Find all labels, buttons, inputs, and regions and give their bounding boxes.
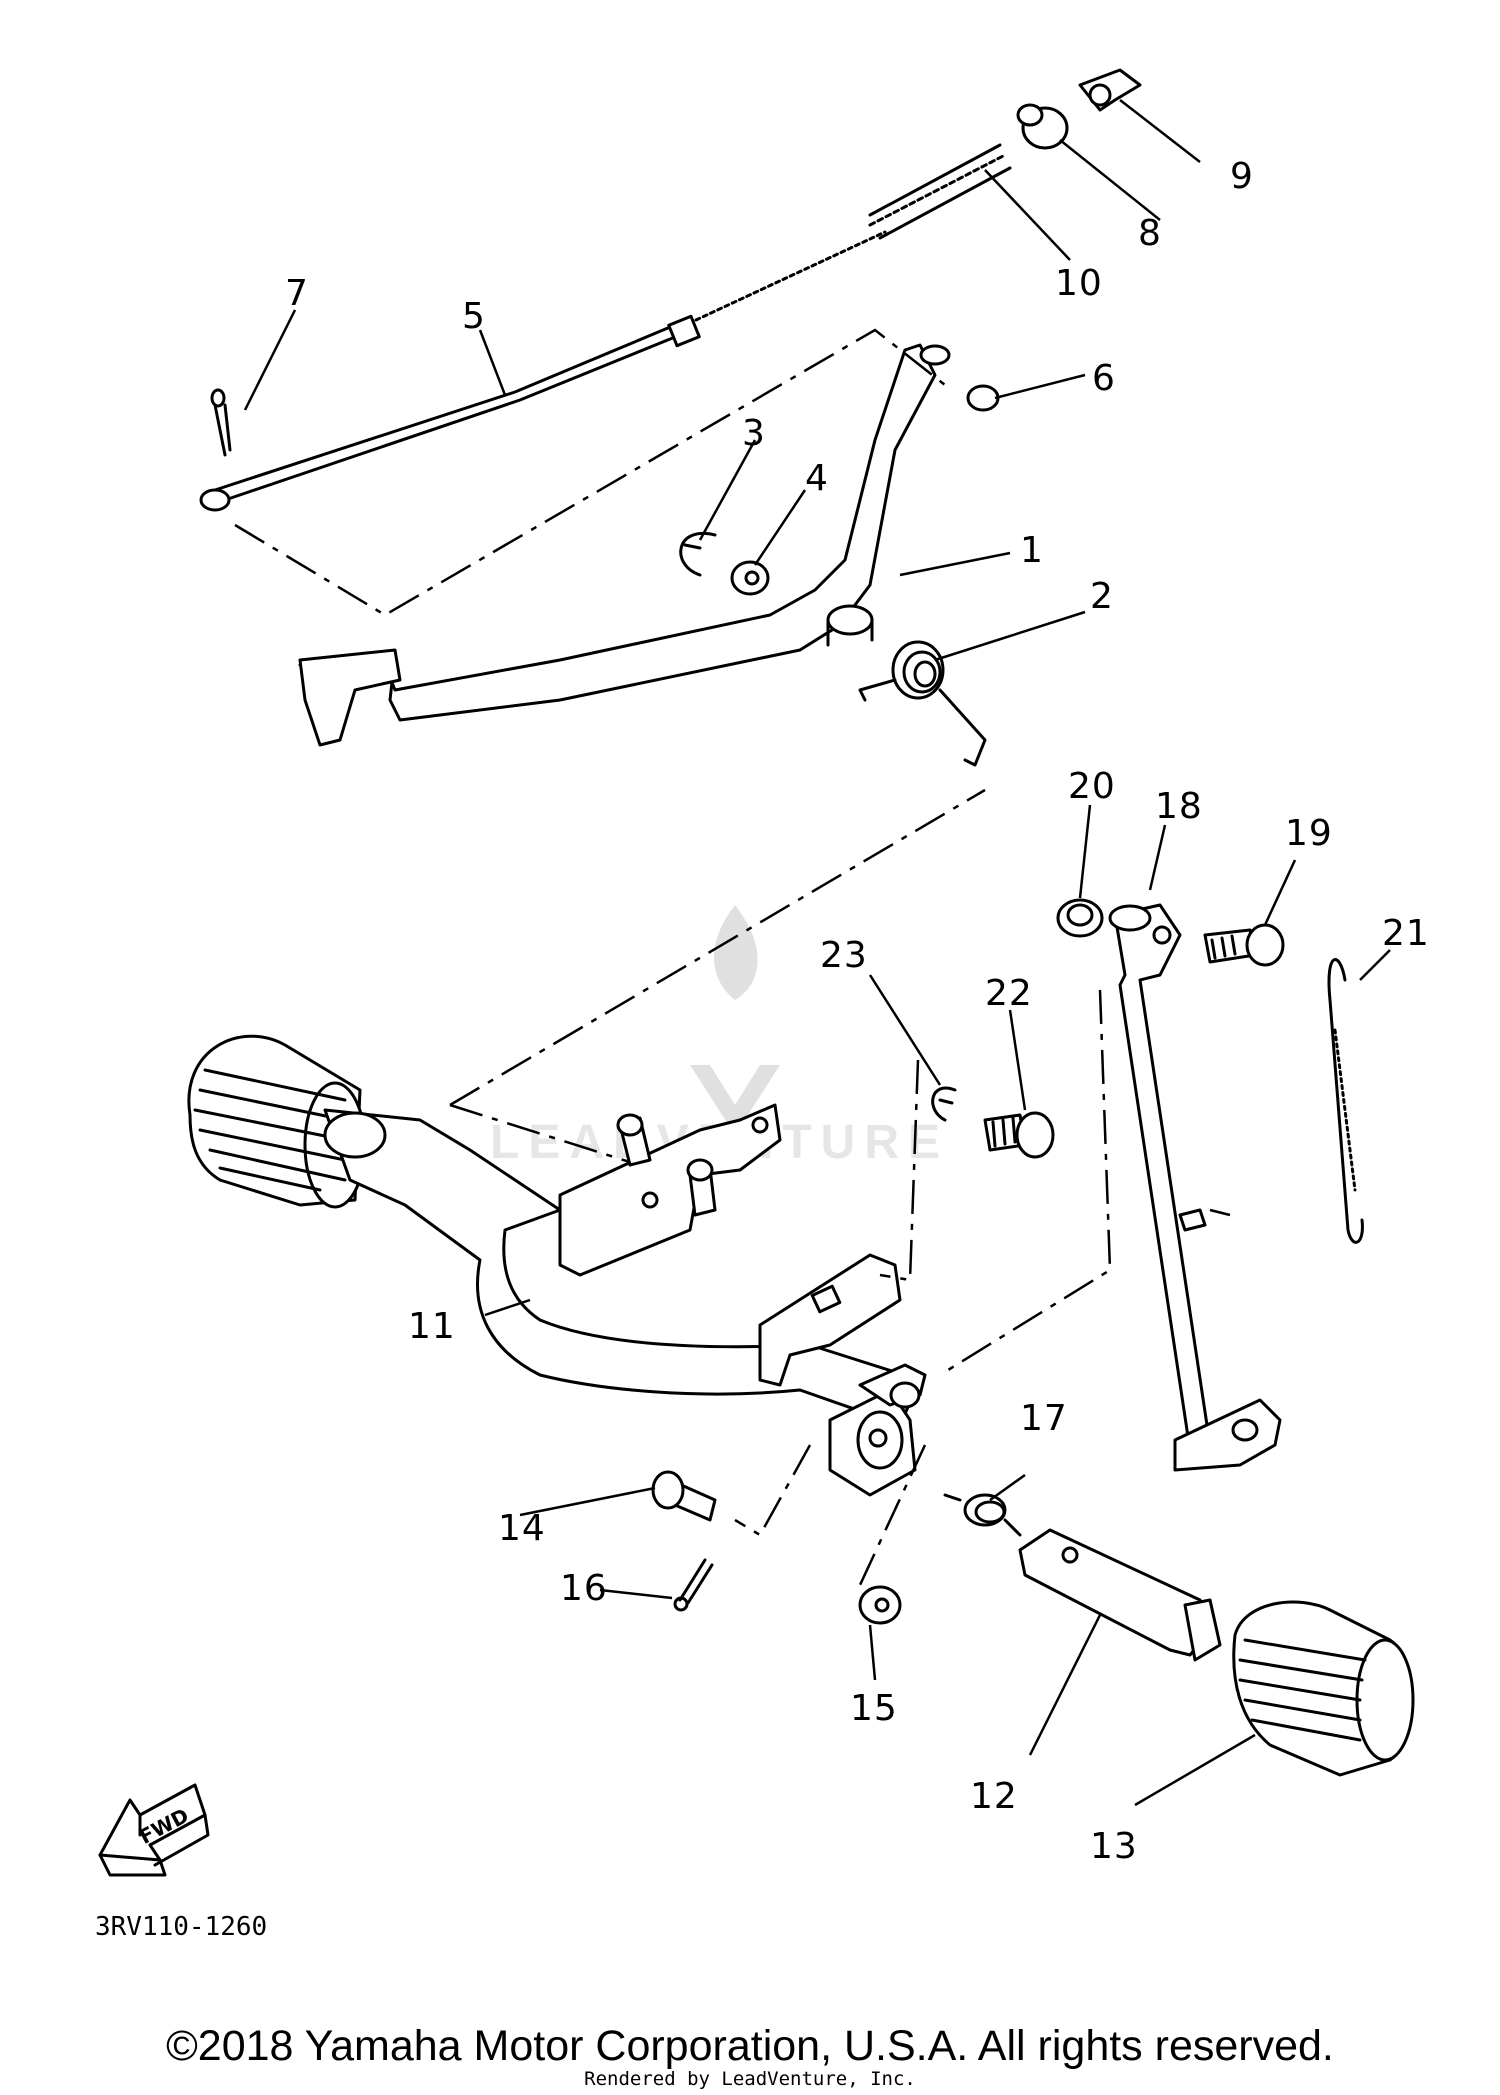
mounting-bracket [558, 1103, 782, 1277]
footrest-bar [323, 1108, 922, 1427]
adjusting-nut [1078, 68, 1142, 112]
part-number-label: 23 [820, 935, 868, 976]
part-number-label: 4 [805, 458, 829, 499]
side-stand [1108, 903, 1282, 1472]
plain-washer [730, 560, 770, 596]
footrest-shaft-right [1018, 1528, 1222, 1662]
part-number-label: 1 [1020, 530, 1044, 571]
plate-washer [858, 1585, 902, 1625]
pivot-pin [651, 1470, 717, 1522]
part-number-label: 9 [1230, 156, 1254, 197]
bracket-bolt [983, 1111, 1055, 1159]
stand-spring [1327, 958, 1364, 1244]
stand-bracket [758, 1253, 902, 1387]
brake-pedal [298, 343, 951, 747]
part-number-label: 2 [1090, 576, 1114, 617]
brake-rod [199, 230, 887, 512]
collar [1056, 898, 1104, 938]
part-number-label: 12 [970, 1776, 1018, 1817]
part-number-label: 6 [1092, 358, 1116, 399]
rendered-by-notice: Rendered by LeadVenture, Inc. [584, 2068, 916, 2090]
diagram-code: 3RV110-1260 [95, 1912, 267, 1942]
footrest-rubber-right [1232, 1600, 1415, 1777]
circlip [679, 531, 717, 577]
part-number-label: 20 [1068, 766, 1116, 807]
part-number-label: 14 [498, 1508, 546, 1549]
part-number-label: 22 [985, 973, 1033, 1014]
torsion-spring [943, 1493, 1022, 1537]
part-number-label: 5 [462, 296, 486, 337]
part-number-label: 18 [1155, 786, 1203, 827]
pivot-bolt [1203, 923, 1285, 967]
forward-arrow-icon: FWD [98, 1783, 210, 1877]
part-number-label: 3 [742, 413, 766, 454]
assembly-line [449, 788, 986, 1172]
part-number-label: 13 [1090, 1826, 1138, 1867]
part-number-label: 8 [1138, 213, 1162, 254]
leader-lines [243, 99, 1391, 1807]
flame-icon [690, 905, 780, 1135]
part-number-label: 15 [850, 1688, 898, 1729]
circlip-lower [931, 1086, 957, 1122]
pivot-assembly [828, 1363, 927, 1497]
part-number-label: 21 [1382, 913, 1430, 954]
assembly-line [234, 328, 946, 617]
part-number-label: 17 [1020, 1398, 1068, 1439]
adjuster-joint [1016, 103, 1069, 150]
part-number-label: 10 [1055, 263, 1103, 304]
part-number-label: 7 [285, 273, 309, 314]
washer [966, 384, 1000, 412]
copyright-notice: ©2018 Yamaha Motor Corporation, U.S.A. A… [166, 2022, 1334, 2070]
part-number-label: 16 [560, 1568, 608, 1609]
cotter-pin-lower [673, 1558, 714, 1612]
brake-rod-spring [868, 143, 1012, 240]
part-number-label: 11 [408, 1306, 456, 1347]
return-spring [858, 640, 987, 767]
cotter-pin [210, 388, 232, 457]
part-number-label: 19 [1285, 813, 1333, 854]
